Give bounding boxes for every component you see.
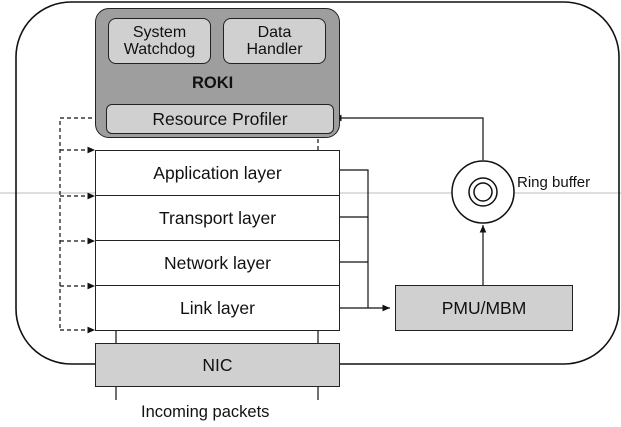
layer-bus-application	[340, 169, 369, 308]
ring-to-profiler-arrow	[334, 114, 484, 160]
pmu-mbm-box: PMU/MBM	[395, 285, 573, 331]
ring-buffer-icon	[451, 160, 515, 224]
profiler-probe-line	[59, 117, 106, 330]
application-layer-box: Application layer	[95, 150, 340, 196]
network-layer-box: Network layer	[95, 240, 340, 286]
data-handler-box: Data Handler	[223, 18, 326, 64]
transport-layer-box: Transport layer	[95, 195, 340, 241]
incoming-packets-label: Incoming packets	[141, 403, 270, 421]
roki-label: ROKI	[192, 74, 234, 92]
resource-profiler-box: Resource Profiler	[106, 104, 334, 134]
system-watchdog-box: System Watchdog	[108, 18, 211, 64]
nic-box: NIC	[95, 343, 340, 387]
ring-buffer-label: Ring buffer	[517, 174, 591, 191]
link-layer-box: Link layer	[95, 285, 340, 331]
